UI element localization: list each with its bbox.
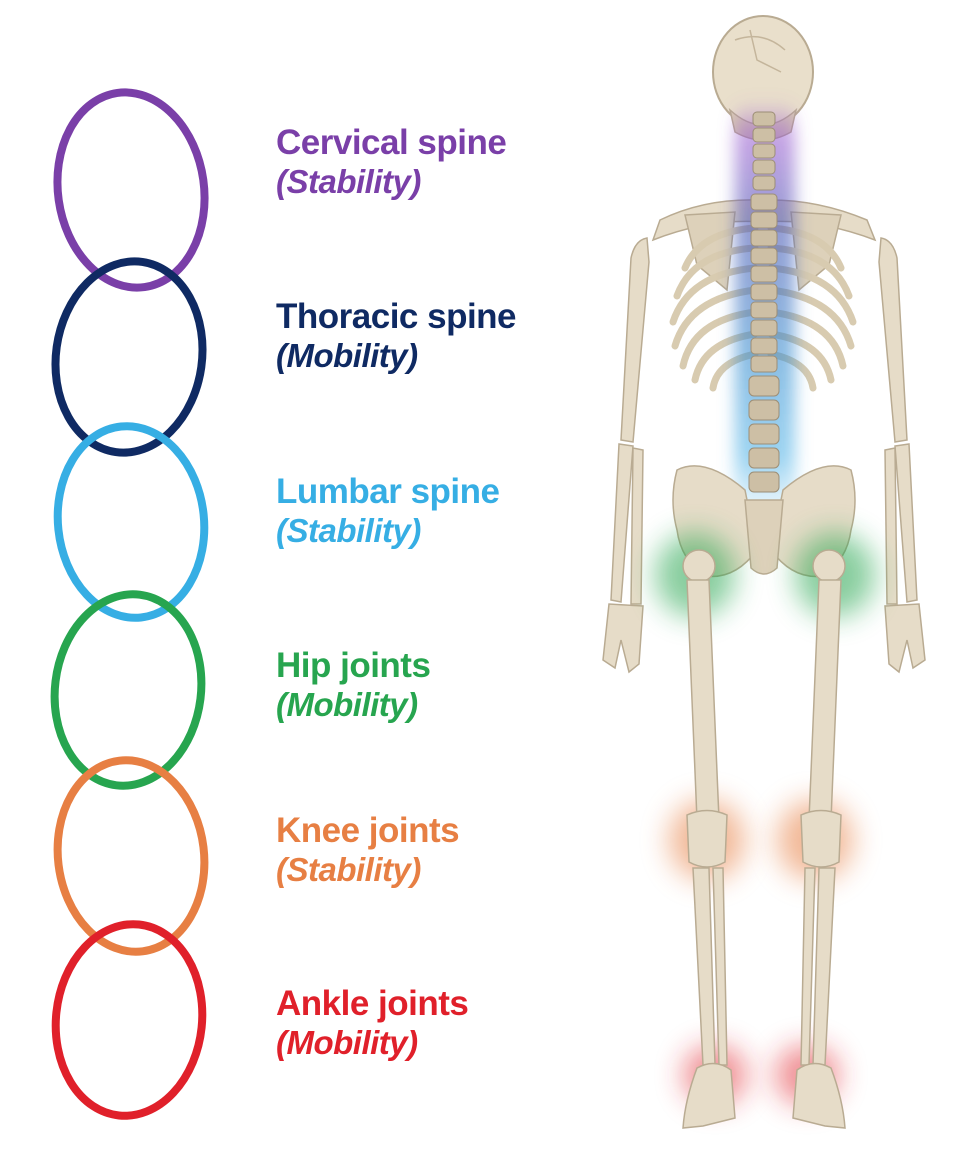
label-cervical: Cervical spine (Stability) [276,122,507,202]
label-thoracic: Thoracic spine (Mobility) [276,296,517,376]
arms [602,237,926,674]
ring-knee [53,756,209,956]
skeleton-illustration [602,15,926,1129]
ring-lumbar [53,422,209,622]
joint-name: Lumbar spine [276,472,500,511]
vertebral-column [748,111,780,493]
ring-thoracic [51,257,207,457]
joint-role: (Stability) [276,512,421,550]
joint-name: Knee joints [276,811,460,850]
joint-name: Cervical spine [276,123,507,162]
label-hip: Hip joints (Mobility) [276,645,431,725]
legs [682,549,846,1129]
label-ankle: Ankle joints (Mobility) [276,983,469,1063]
label-lumbar: Lumbar spine (Stability) [276,471,500,551]
joint-role: (Mobility) [276,686,418,724]
ring-cervical [53,88,209,292]
joint-role: (Stability) [276,163,421,201]
joint-name: Ankle joints [276,984,469,1023]
ring-hip [50,590,206,790]
joint-chain-rings [50,88,209,1120]
label-knee: Knee joints (Stability) [276,810,460,890]
ring-ankle [51,920,207,1120]
joint-role: (Mobility) [276,337,418,375]
joint-role: (Stability) [276,851,421,889]
joint-role: (Mobility) [276,1024,418,1062]
joint-name: Hip joints [276,646,431,685]
joint-name: Thoracic spine [276,297,517,336]
